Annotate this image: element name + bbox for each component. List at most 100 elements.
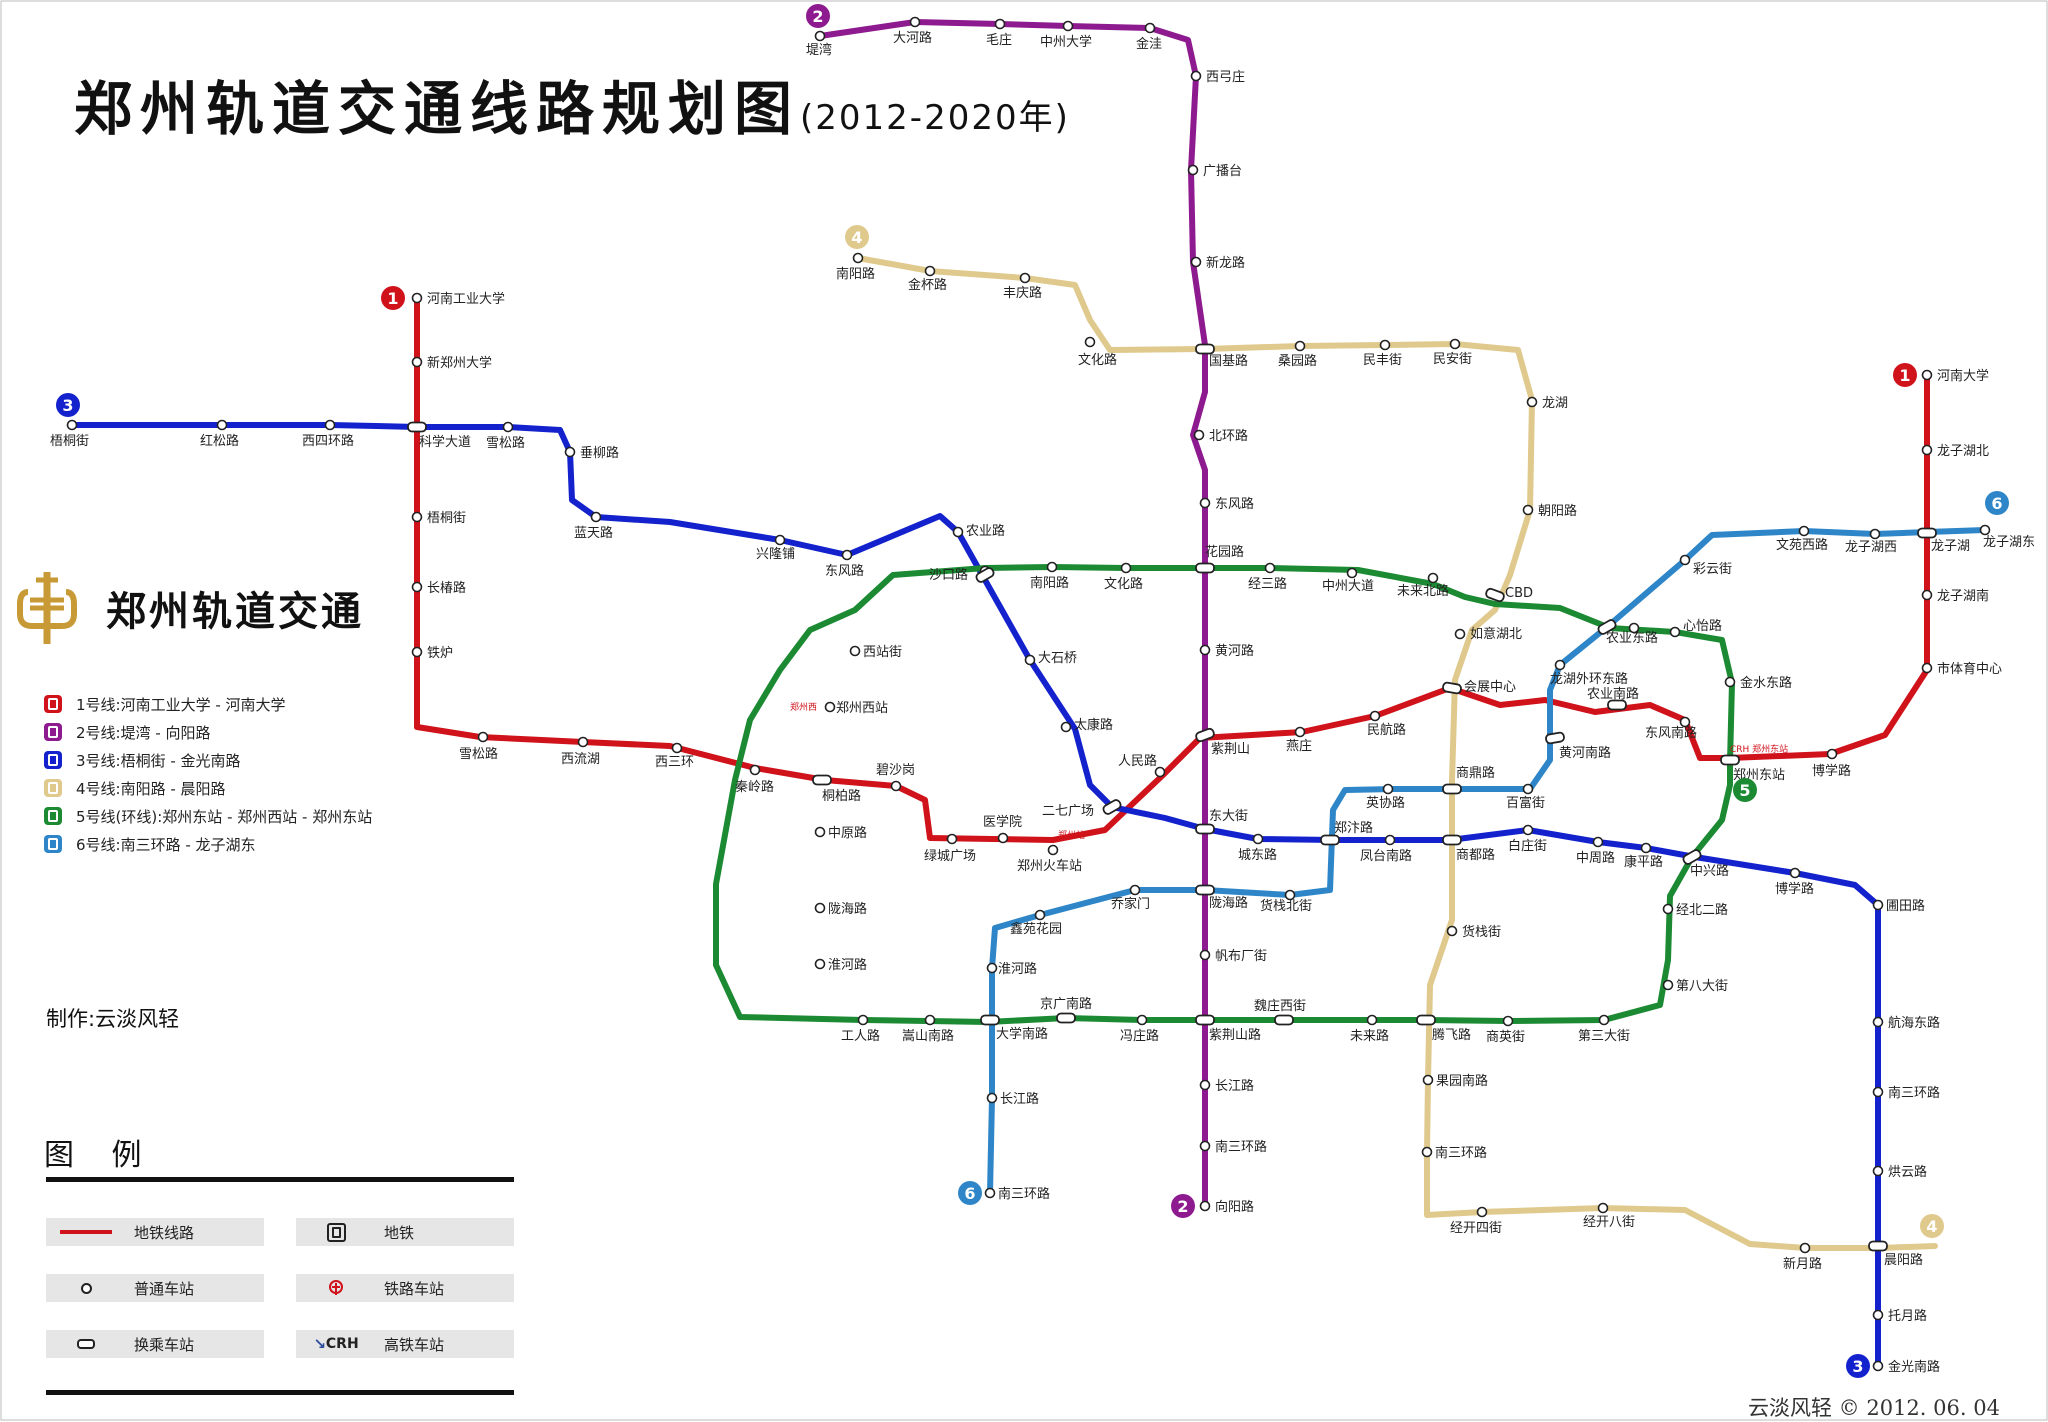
interchange-marker[interactable] — [975, 567, 995, 584]
station-marker[interactable] — [1921, 589, 1933, 601]
station-marker[interactable] — [1369, 710, 1381, 722]
station-marker[interactable] — [986, 1092, 998, 1104]
station-marker[interactable] — [1522, 824, 1534, 836]
station-marker[interactable] — [1872, 899, 1884, 911]
interchange-marker[interactable] — [1195, 823, 1215, 835]
station-marker[interactable] — [1679, 554, 1691, 566]
station-marker[interactable] — [1679, 716, 1691, 728]
station-marker[interactable] — [1597, 1202, 1609, 1214]
station-marker[interactable] — [411, 292, 423, 304]
station-marker[interactable] — [1024, 654, 1036, 666]
station-marker[interactable] — [1798, 525, 1810, 537]
station-marker[interactable] — [1872, 1086, 1884, 1098]
station-marker[interactable] — [1034, 909, 1046, 921]
interchange-marker[interactable] — [812, 774, 832, 786]
station-marker[interactable] — [1193, 429, 1205, 441]
station-marker[interactable] — [1872, 1016, 1884, 1028]
station-marker[interactable] — [1264, 562, 1276, 574]
station-marker[interactable] — [814, 30, 826, 42]
station-marker[interactable] — [1084, 336, 1096, 348]
station-marker[interactable] — [411, 581, 423, 593]
interchange-marker[interactable] — [1868, 1240, 1888, 1252]
interchange-marker[interactable] — [1056, 1012, 1076, 1024]
station-marker[interactable] — [1187, 164, 1199, 176]
station-marker[interactable] — [1921, 662, 1933, 674]
station-marker[interactable] — [824, 701, 836, 713]
interchange-marker[interactable] — [980, 1014, 1000, 1026]
station-marker[interactable] — [1019, 272, 1031, 284]
station-marker[interactable] — [984, 1187, 996, 1199]
station-marker[interactable] — [857, 1014, 869, 1026]
interchange-marker[interactable] — [1274, 1014, 1294, 1026]
station-marker[interactable] — [1476, 1206, 1488, 1218]
station-marker[interactable] — [1199, 1079, 1211, 1091]
station-marker[interactable] — [1979, 524, 1991, 536]
station-marker[interactable] — [1252, 833, 1264, 845]
interchange-marker[interactable] — [1485, 587, 1505, 603]
station-marker[interactable] — [1872, 1309, 1884, 1321]
station-marker[interactable] — [1826, 748, 1838, 760]
station-marker[interactable] — [1872, 1360, 1884, 1372]
station-marker[interactable] — [814, 902, 826, 914]
station-marker[interactable] — [577, 736, 589, 748]
station-marker[interactable] — [1294, 726, 1306, 738]
station-marker[interactable] — [1662, 979, 1674, 991]
station-marker[interactable] — [1869, 528, 1881, 540]
station-marker[interactable] — [986, 962, 998, 974]
station-marker[interactable] — [1144, 22, 1156, 34]
station-marker[interactable] — [1199, 949, 1211, 961]
station-marker[interactable] — [1789, 867, 1801, 879]
station-marker[interactable] — [411, 511, 423, 523]
station-marker[interactable] — [1427, 572, 1439, 584]
interchange-marker[interactable] — [1442, 834, 1462, 846]
interchange-marker[interactable] — [1195, 562, 1215, 574]
station-marker[interactable] — [946, 833, 958, 845]
station-marker[interactable] — [1136, 1014, 1148, 1026]
station-marker[interactable] — [909, 16, 921, 28]
station-marker[interactable] — [1384, 834, 1396, 846]
interchange-marker[interactable] — [1320, 834, 1340, 846]
station-marker[interactable] — [1662, 903, 1674, 915]
interchange-marker[interactable] — [1195, 884, 1215, 896]
station-marker[interactable] — [66, 419, 78, 431]
interchange-marker[interactable] — [1545, 731, 1565, 745]
station-marker[interactable] — [1060, 721, 1072, 733]
station-marker[interactable] — [814, 826, 826, 838]
interchange-marker[interactable] — [1195, 1014, 1215, 1026]
station-marker[interactable] — [1154, 766, 1166, 778]
station-marker[interactable] — [1449, 338, 1461, 350]
interchange-marker[interactable] — [1195, 343, 1215, 355]
station-marker[interactable] — [1921, 444, 1933, 456]
station-marker[interactable] — [1062, 20, 1074, 32]
station-marker[interactable] — [1129, 884, 1141, 896]
station-marker[interactable] — [1724, 676, 1736, 688]
station-marker[interactable] — [1446, 925, 1458, 937]
interchange-marker[interactable] — [1442, 681, 1462, 695]
station-marker[interactable] — [1046, 561, 1058, 573]
station-marker[interactable] — [890, 780, 902, 792]
station-marker[interactable] — [924, 265, 936, 277]
station-marker[interactable] — [749, 764, 761, 776]
station-marker[interactable] — [1526, 396, 1538, 408]
interchange-marker[interactable] — [1607, 699, 1627, 711]
station-marker[interactable] — [1199, 1200, 1211, 1212]
station-marker[interactable] — [1199, 497, 1211, 509]
station-marker[interactable] — [841, 549, 853, 561]
station-marker[interactable] — [1190, 256, 1202, 268]
station-marker[interactable] — [1921, 369, 1933, 381]
station-marker[interactable] — [1190, 70, 1202, 82]
station-marker[interactable] — [1047, 844, 1059, 856]
interchange-marker[interactable] — [1597, 619, 1617, 636]
interchange-marker[interactable] — [407, 421, 427, 433]
station-marker[interactable] — [924, 1014, 936, 1026]
station-marker[interactable] — [1120, 562, 1132, 574]
station-marker[interactable] — [1421, 1146, 1433, 1158]
station-marker[interactable] — [1422, 1074, 1434, 1086]
station-marker[interactable] — [1554, 659, 1566, 671]
station-marker[interactable] — [502, 421, 514, 433]
station-marker[interactable] — [1592, 836, 1604, 848]
station-marker[interactable] — [564, 446, 576, 458]
station-marker[interactable] — [590, 511, 602, 523]
interchange-marker[interactable] — [1416, 1014, 1436, 1026]
interchange-marker[interactable] — [1195, 727, 1215, 743]
